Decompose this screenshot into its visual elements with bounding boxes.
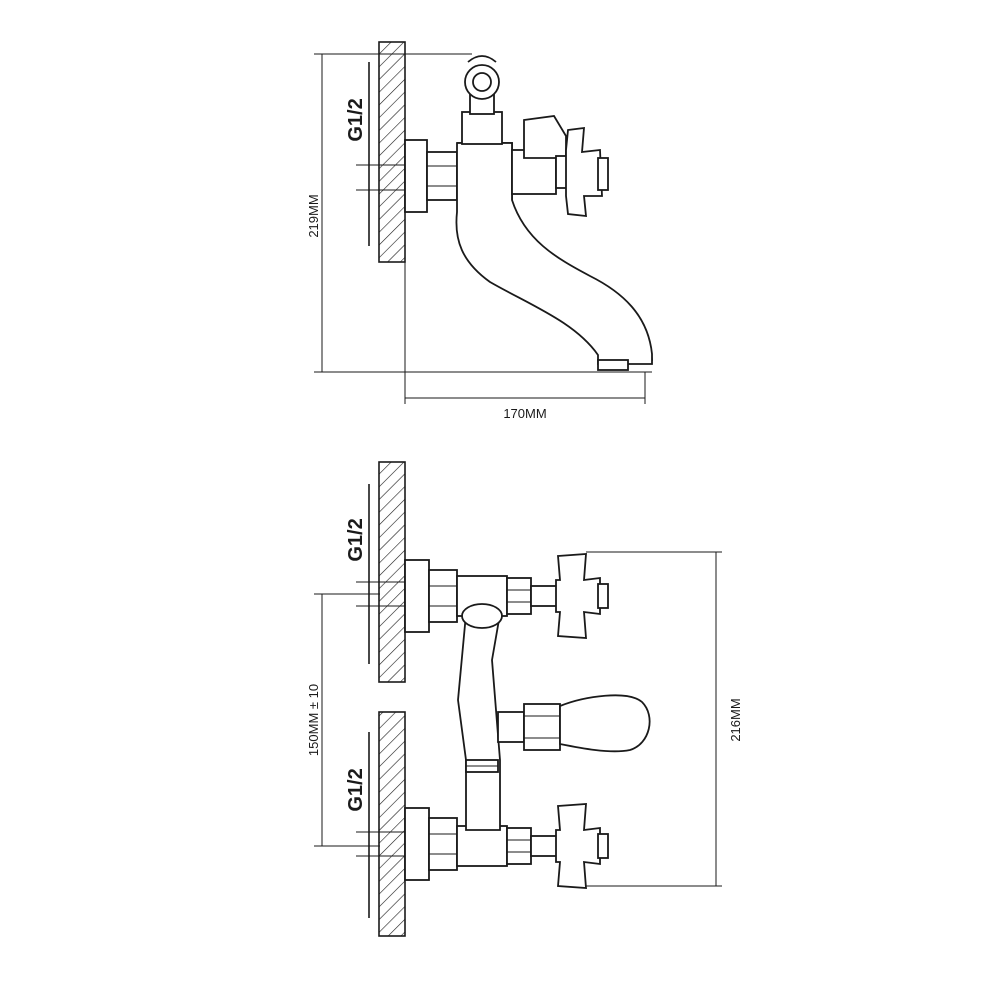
eccentric-nut-bottom: [404, 807, 430, 881]
bottom-valve-body: [456, 825, 508, 867]
spout: [455, 142, 653, 365]
thread-label: G1/2: [345, 98, 367, 141]
diverter-lever: [523, 115, 567, 159]
cross-handle: [565, 126, 603, 218]
diverter-lever: [559, 694, 651, 753]
eccentric-hex-bottom: [428, 817, 458, 871]
thread-label-bottom: G1/2: [345, 768, 367, 811]
diverter-stem: [497, 711, 525, 743]
holder-base: [461, 111, 503, 145]
thread-label-top: G1/2: [345, 518, 367, 561]
spout-aerator: [597, 359, 629, 371]
eccentric-nut-top: [404, 559, 430, 633]
top-valve-nut: [506, 577, 532, 615]
eccentric-nut: [404, 139, 428, 213]
vertical-body: [457, 613, 502, 831]
front-view: G1/2 G1/2: [306, 461, 743, 937]
eccentric-hex-top: [428, 569, 458, 623]
bottom-valve-stem: [530, 835, 558, 857]
spacing-label: 150MM ± 10: [306, 684, 321, 756]
height-label: 219MM: [306, 194, 321, 237]
spout-outlet: [461, 603, 503, 629]
handle-cap: [597, 157, 609, 191]
wall-section-top: [378, 461, 406, 683]
handle-cap-bottom: [597, 833, 609, 859]
handle-cap-top: [597, 583, 609, 609]
top-valve-stem: [530, 585, 558, 607]
depth-label: 170MM: [503, 406, 546, 421]
bottom-valve-nut: [506, 827, 532, 865]
wall-section: [378, 41, 406, 263]
height-label-front: 216MM: [728, 698, 743, 741]
cross-handle-bottom: [555, 803, 601, 889]
cross-handle-top: [555, 553, 601, 639]
shower-holder-hole: [472, 72, 492, 92]
shower-holder-clip: [467, 55, 497, 63]
wall-section-bottom: [378, 711, 406, 937]
eccentric-hex: [426, 151, 458, 201]
diverter-nut: [523, 703, 561, 751]
side-view: G1/2 219MM 170MM: [306, 41, 653, 421]
